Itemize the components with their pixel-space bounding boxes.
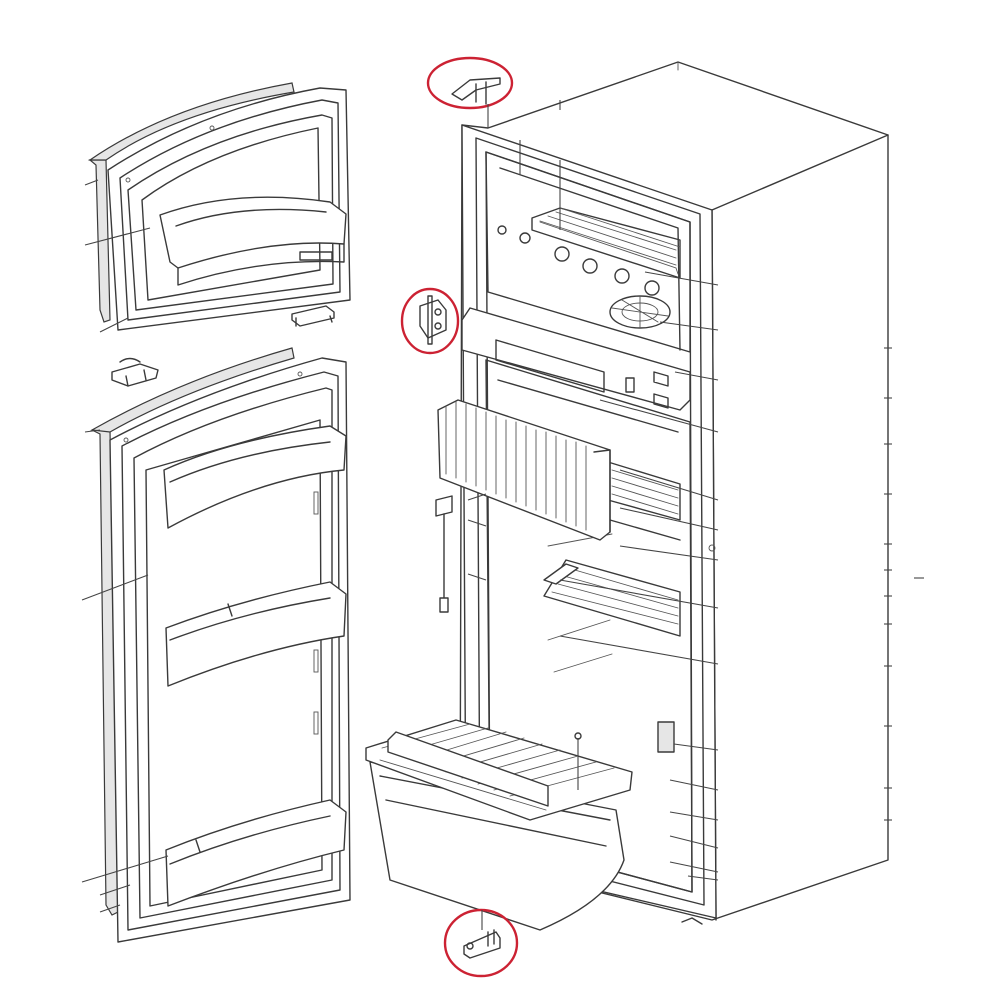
freezer-door-shelf bbox=[159, 196, 347, 286]
fridge-door-shelf-bottom bbox=[165, 799, 347, 907]
fridge-shelf-upper bbox=[607, 461, 681, 541]
top-hinge-highlight bbox=[426, 56, 514, 110]
freezer-door[interactable] bbox=[88, 82, 351, 331]
middle-hinge bbox=[111, 357, 159, 387]
top-hinge[interactable] bbox=[426, 56, 514, 110]
center-hinge-highlight bbox=[400, 287, 460, 355]
fridge-door-shelf-middle bbox=[165, 581, 347, 687]
control-panel bbox=[461, 307, 691, 411]
fridge-shelf-lower bbox=[543, 559, 681, 637]
cooling-fins bbox=[437, 399, 611, 541]
fridge-door[interactable] bbox=[90, 347, 351, 943]
crisper-shelf bbox=[365, 719, 633, 821]
freezer-door-latch bbox=[291, 305, 335, 327]
fridge-door-shelf-top bbox=[163, 425, 347, 529]
bottom-hinge-highlight bbox=[443, 908, 519, 978]
center-hinge[interactable] bbox=[400, 287, 460, 355]
bottom-hinge[interactable] bbox=[443, 908, 519, 978]
freezer-shelf bbox=[531, 207, 681, 279]
thermostat-sensor bbox=[435, 495, 453, 613]
